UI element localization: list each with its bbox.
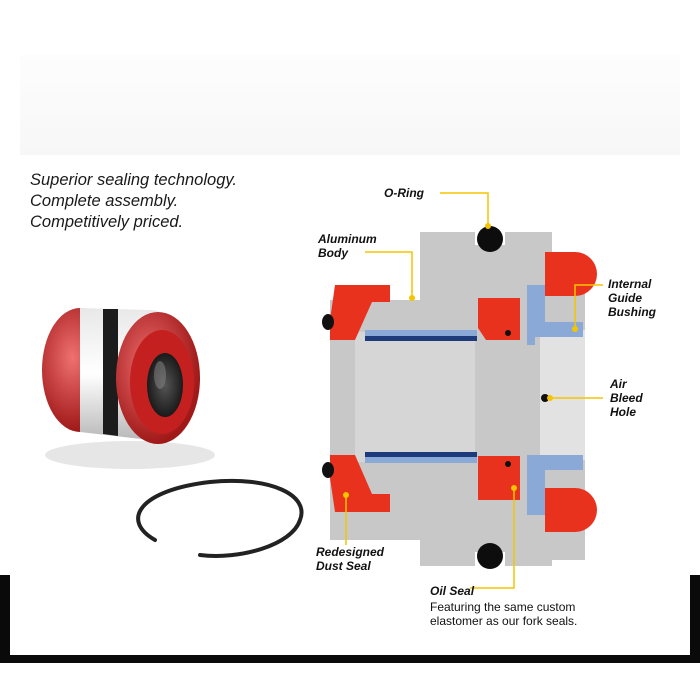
guide-bushing-top: [527, 285, 583, 345]
tagline-line-1: Superior sealing technology.: [30, 171, 237, 189]
leader-oil-seal: [470, 488, 515, 589]
label-air-bleed-3: Hole: [610, 405, 636, 419]
label-oil-seal: Oil Seal: [430, 584, 475, 598]
rod-line-top: [365, 336, 477, 341]
dust-seal-wiper-top: [322, 314, 334, 330]
label-aluminum-body-1: Aluminum: [317, 232, 377, 246]
callout-labels: O-Ring Aluminum Body Internal Guide Bush…: [316, 186, 657, 628]
label-internal-guide-1: Internal: [608, 277, 652, 291]
rod-blue-bottom: [365, 457, 477, 463]
oil-seal-note-2: elastomer as our fork seals.: [430, 614, 577, 628]
tagline-line-3: Competitively priced.: [30, 213, 184, 231]
oil-seal-top: [478, 298, 520, 340]
dust-seal-top: [330, 285, 390, 340]
label-internal-guide-3: Bushing: [608, 305, 657, 319]
internal-bumper-top: [545, 252, 597, 296]
bore-cavity: [355, 332, 475, 462]
leader-aluminum-body: [365, 251, 413, 298]
rod-line-bottom: [365, 452, 477, 457]
leader-lines: [343, 192, 603, 589]
seal-head-o-ring-band: [103, 309, 118, 436]
label-air-bleed-1: Air: [609, 377, 628, 391]
leader-o-ring: [440, 192, 489, 226]
leader-guide-bushing: [574, 284, 603, 329]
guide-bushing-bottom: [527, 455, 583, 515]
product-photo: [42, 308, 304, 558]
label-air-bleed-2: Bleed: [610, 391, 643, 405]
photo-shadow: [45, 441, 215, 469]
o-ring-top: [477, 226, 503, 252]
label-internal-guide-2: Guide: [608, 291, 642, 305]
label-aluminum-body-2: Body: [318, 246, 349, 260]
retaining-clip-ring: [136, 478, 304, 558]
faded-header-banner: [20, 55, 680, 155]
label-dust-seal-2: Dust Seal: [316, 559, 371, 573]
tagline-line-2: Complete assembly.: [30, 192, 179, 210]
rod-blue-top: [365, 330, 477, 336]
tagline: Superior sealing technology. Complete as…: [30, 170, 237, 233]
label-dust-seal-1: Redesigned: [316, 545, 385, 559]
cross-section: [322, 226, 597, 569]
dust-seal-wiper-bottom: [322, 462, 334, 478]
seal-head-bore-highlight: [154, 361, 166, 389]
oil-seal-dot-bottom: [505, 461, 511, 467]
oil-seal-note-1: Featuring the same custom: [430, 600, 575, 614]
bottom-white-inset: [10, 575, 690, 655]
seal-head-bore: [147, 353, 183, 417]
oil-seal-dot-top: [505, 330, 511, 336]
air-bleed-hole: [541, 394, 549, 402]
oil-seal-bottom: [478, 456, 520, 500]
label-o-ring: O-Ring: [384, 186, 425, 200]
internal-bumper-bottom: [545, 488, 597, 532]
o-ring-bottom: [477, 543, 503, 569]
